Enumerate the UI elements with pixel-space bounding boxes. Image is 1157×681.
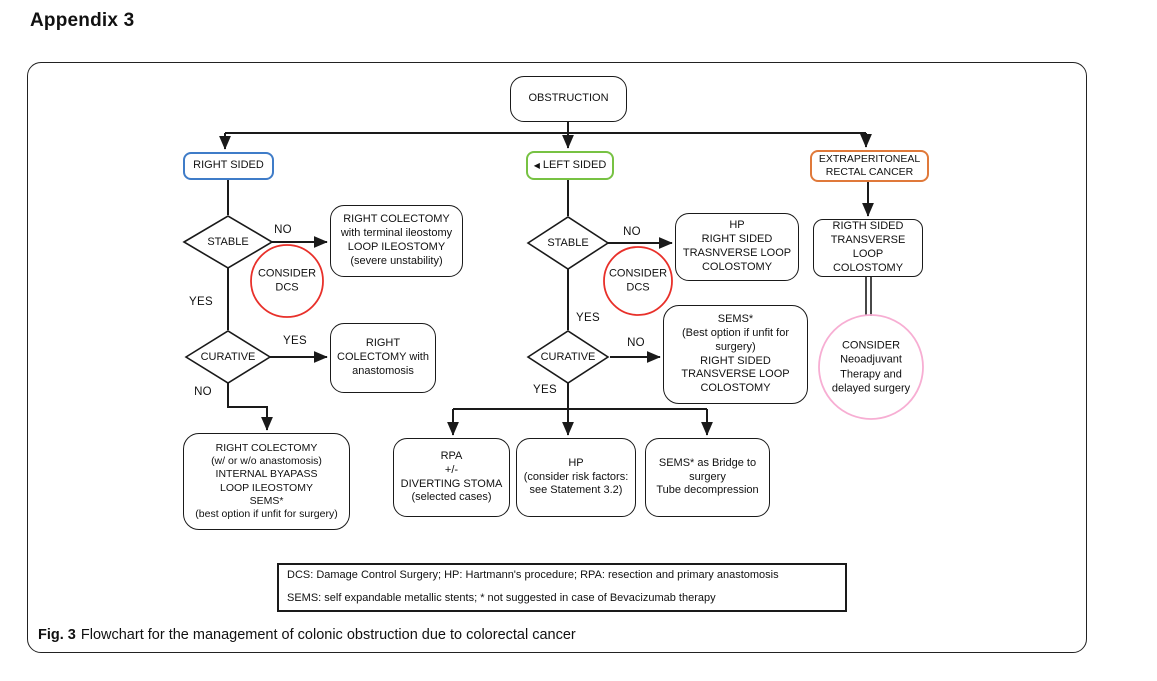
node-obstruction: OBSTRUCTION [510,76,627,122]
annotation-circles [250,244,924,420]
diamond-label-stable-mid: STABLE [547,236,589,249]
diamond-label-stable-left: STABLE [207,235,249,248]
edge-label-stable-mid-no: NO [623,226,641,238]
diamond-stable-mid [526,216,610,270]
node-left-sided: ◀ LEFT SIDED [526,151,614,180]
diamond-label-curative-left: CURATIVE [200,350,256,363]
node-hp-mid: HP RIGHT SIDED TRASNVERSE LOOP COLOSTOMY [675,213,799,281]
node-sems-mid: SEMS* (Best option if unfit for surgery)… [663,305,808,404]
diamond-stable-left [182,215,274,269]
circle-label-consider-dcs-mid: CONSIDER DCS [608,267,668,294]
node-extraperitoneal: EXTRAPERITONEAL RECTAL CANCER [810,150,929,182]
node-right-colectomy-bypass: RIGHT COLECTOMY (w/ or w/o anastomosis) … [183,433,350,530]
legend-line-2: SEMS: self expandable metallic stents; *… [287,592,716,604]
circle-label-consider-dcs-left: CONSIDER DCS [257,267,317,294]
diamond-curative-mid [526,330,610,384]
page-title: Appendix 3 [30,10,135,31]
edge-label-stable-mid-yes: YES [576,312,600,324]
circle-neoadjuvant [818,314,924,420]
edge-label-stable-left-yes: YES [189,296,213,308]
edge-curative-left-no [227,383,273,431]
edge-label-curative-mid-no: NO [627,337,645,349]
diamond-label-curative-mid: CURATIVE [540,350,596,363]
edge-label-stable-left-no: NO [274,224,292,236]
node-rpa: RPA +/- DIVERTING STOMA (selected cases) [393,438,510,517]
circle-label-neoadjuvant: CONSIDER Neoadjuvant Therapy and delayed… [831,339,911,395]
node-left-sided-label: LEFT SIDED [542,158,607,171]
edge-label-curative-mid-yes: YES [533,384,557,396]
figure-caption-label: Fig. 3 [38,627,76,643]
edge-label-curative-left-yes: YES [283,335,307,347]
left-arrowhead-icon: ◀ [533,160,540,170]
node-right-colectomy-unstable: RIGHT COLECTOMY with terminal ileostomy … [330,205,463,277]
circle-consider-dcs-left [250,244,324,318]
connector-lines [219,122,874,436]
legend-box: DCS: Damage Control Surgery; HP: Hartman… [277,563,847,612]
node-hp-bottom: HP (consider risk factors: see Statement… [516,438,636,517]
diamond-curative-left [184,330,272,384]
node-rigth-transverse: RIGTH SIDED TRANSVERSE LOOP COLOSTOMY [813,219,923,277]
node-right-colectomy-anastomosis: RIGHT COLECTOMY with anastomosis [330,323,436,393]
node-right-sided: RIGHT SIDED [183,152,274,180]
figure-caption-text: Flowchart for the management of colonic … [80,627,576,643]
decision-diamonds [182,215,610,384]
circle-consider-dcs-mid [603,246,673,316]
node-sems-bridge: SEMS* as Bridge to surgery Tube decompre… [645,438,770,517]
legend-line-1: DCS: Damage Control Surgery; HP: Hartman… [287,569,779,581]
edge-label-curative-left-no: NO [194,386,212,398]
